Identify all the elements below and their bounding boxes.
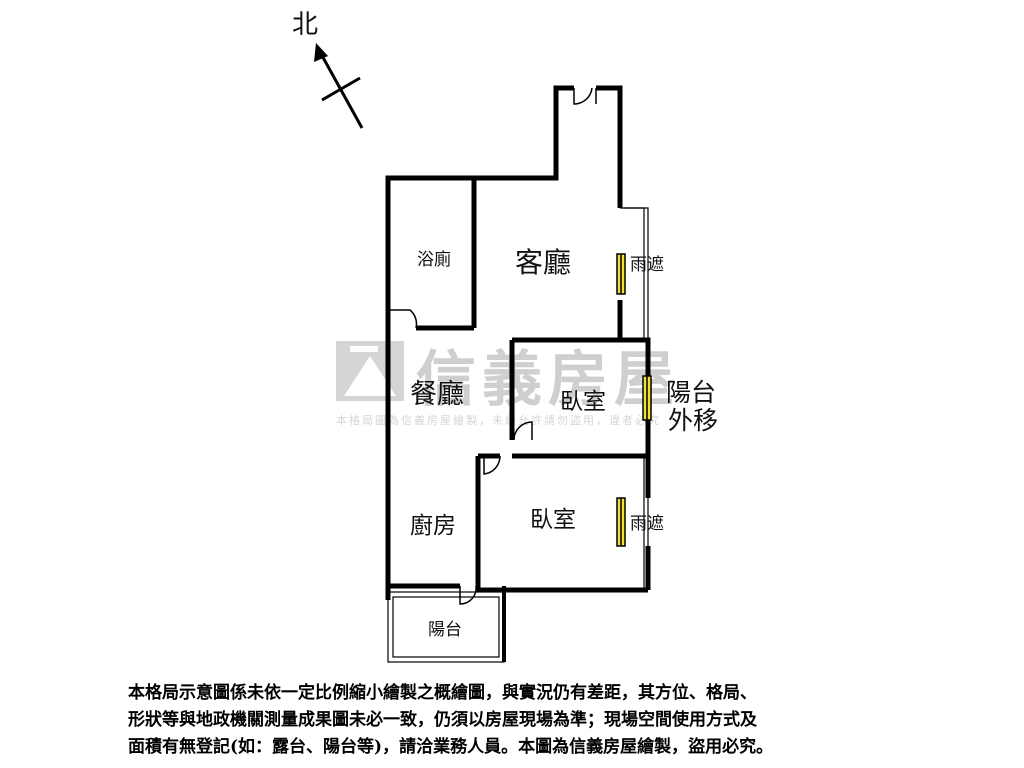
room-living-label: 客廳 (515, 246, 571, 279)
room-bath-label: 浴廁 (417, 249, 451, 270)
room-balcony-small-label: 陽台 (428, 620, 462, 640)
windows (616, 253, 652, 547)
room-dining-label: 餐廳 (410, 379, 464, 410)
room-bedroom1-label: 臥室 (560, 389, 606, 415)
watermark-logo-icon (336, 341, 404, 401)
room-bedroom2-label: 臥室 (530, 507, 576, 533)
watermark-notice: 本格局圖為信義房屋繪製，未經允許請勿盜用，違者必究 (336, 413, 661, 427)
room-balcony-moved-label-2: 外移 (668, 406, 718, 435)
room-kitchen-label: 廚房 (410, 513, 456, 539)
disclaimer-line-1: 本格局示意圖係未依一定比例縮小繪製之概繪圖，與實況仍有差距，其方位、格局、 (128, 683, 757, 703)
doors (390, 87, 597, 605)
compass-label: 北 (292, 10, 318, 40)
north-arrow-icon (314, 43, 364, 129)
watermark: 信義房屋 本格局圖為信義房屋繪製，未經允許請勿盜用，違者必究 (336, 341, 680, 427)
disclaimer: 本格局示意圖係未依一定比例縮小繪製之概繪圖，與實況仍有差距，其方位、格局、 形狀… (128, 680, 908, 761)
room-balcony-moved-label-1: 陽台 (666, 378, 716, 407)
disclaimer-line-3: 面積有無登記(如：露台、陽台等)，請洽業務人員。本圖為信義房屋繪製，盜用必究。 (128, 737, 774, 757)
awning-label-2: 雨遮 (630, 514, 664, 534)
awning-label-1: 雨遮 (630, 255, 664, 275)
disclaimer-line-2: 形狀等與地政機關測量成果圖未必一致，仍須以房屋現場為準；現場空間使用方式及 (128, 710, 757, 730)
thin-outlines (387, 207, 649, 663)
watermark-brand: 信義房屋 (416, 345, 680, 415)
